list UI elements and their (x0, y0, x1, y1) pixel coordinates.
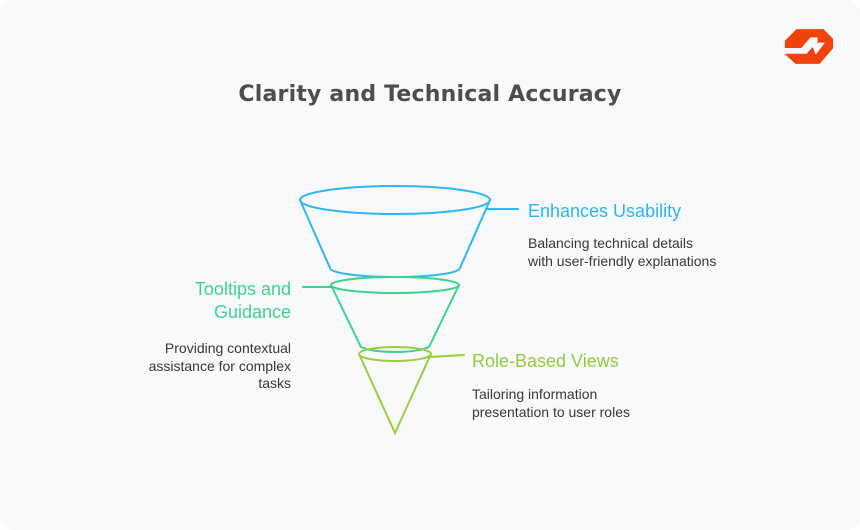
funnel-stage-description: Providing contextual assistance for comp… (148, 340, 291, 391)
funnel-stage-shape-role-based-views (358, 346, 465, 436)
page-title: Clarity and Technical Accuracy (238, 82, 622, 107)
recraft-logo (783, 28, 835, 65)
funnel-stage-description: Balancing technical details with user-fr… (528, 235, 717, 269)
recraft-logo-icon (784, 29, 834, 64)
funnel-stage-shape-tooltips-guidance (302, 276, 460, 353)
funnel-stage-label: Enhances Usability (528, 201, 682, 221)
funnel-stage-description: Tailoring information presentation to us… (472, 386, 630, 420)
funnel-stage-label: Role-Based Views (472, 351, 619, 371)
connector-line-role-based-views (428, 354, 465, 358)
funnel-stage-shape-enhances-usability (299, 185, 519, 278)
funnel-stage-label: Tooltips and Guidance (194, 279, 291, 322)
